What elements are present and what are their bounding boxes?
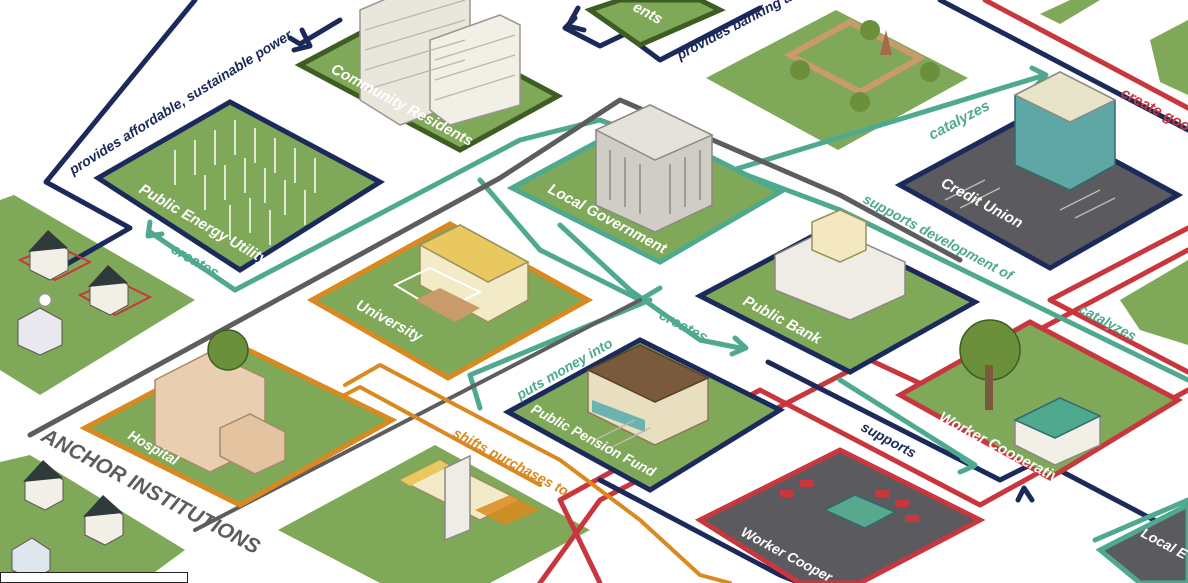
orange-flow-shifts — [343, 363, 732, 583]
arrow-supports — [1015, 485, 1035, 503]
red-flow-right — [1047, 225, 1188, 375]
flow-lines — [27, 0, 1188, 583]
block-local-government[interactable] — [506, 104, 786, 265]
flow-label-creates-mid: creates — [656, 307, 710, 347]
block-university[interactable] — [306, 221, 594, 381]
block-public-pension-fund[interactable] — [502, 337, 786, 493]
houses-bottom-left — [11, 460, 124, 581]
navy-flow-energy — [43, 0, 343, 271]
block-worker-cooperatives-2[interactable] — [694, 447, 986, 583]
block-top-partial — [584, 0, 726, 48]
arrow-worker — [957, 455, 977, 475]
school-tile — [278, 445, 590, 583]
right-edge-tile-2 — [1120, 260, 1188, 345]
caption-box — [0, 572, 188, 583]
teal-flow-bottom-right — [1092, 497, 1188, 543]
block-community-residents[interactable] — [294, 0, 564, 153]
block-hospital[interactable] — [79, 329, 398, 508]
arrow-banking — [565, 5, 587, 33]
right-edge-tile — [1150, 20, 1188, 95]
flow-label-catalyzes-top: catalyzes — [926, 97, 993, 143]
teal-flow-catalyzes — [697, 72, 1048, 183]
school-buildings — [398, 454, 540, 542]
block-public-bank[interactable] — [694, 209, 981, 375]
park-features — [783, 18, 940, 112]
arrow-energy — [291, 27, 313, 53]
navy-flow-top-right — [937, 0, 1188, 133]
arrow-creates-left — [145, 219, 165, 239]
top-right-tile — [1040, 0, 1100, 24]
gray-anchor-line-2 — [193, 298, 642, 532]
wind-turbines — [174, 120, 316, 245]
navy-flow-supports — [765, 359, 1188, 541]
hospital-tree — [207, 329, 249, 371]
block-worker-cooperatives[interactable] — [894, 319, 1184, 481]
red-flow-top-right — [982, 0, 1188, 111]
block-credit-union[interactable] — [894, 71, 1184, 271]
arrow-creates-bank — [729, 335, 749, 357]
teal-flow-worker — [837, 377, 978, 468]
block-local-partial — [1095, 502, 1188, 583]
teal-flow-gov-inner — [477, 177, 743, 351]
block-public-energy-utility[interactable] — [93, 99, 385, 273]
teal-flow-creates — [147, 117, 1188, 383]
gray-anchor-line — [27, 97, 963, 438]
houses-left — [17, 230, 153, 356]
